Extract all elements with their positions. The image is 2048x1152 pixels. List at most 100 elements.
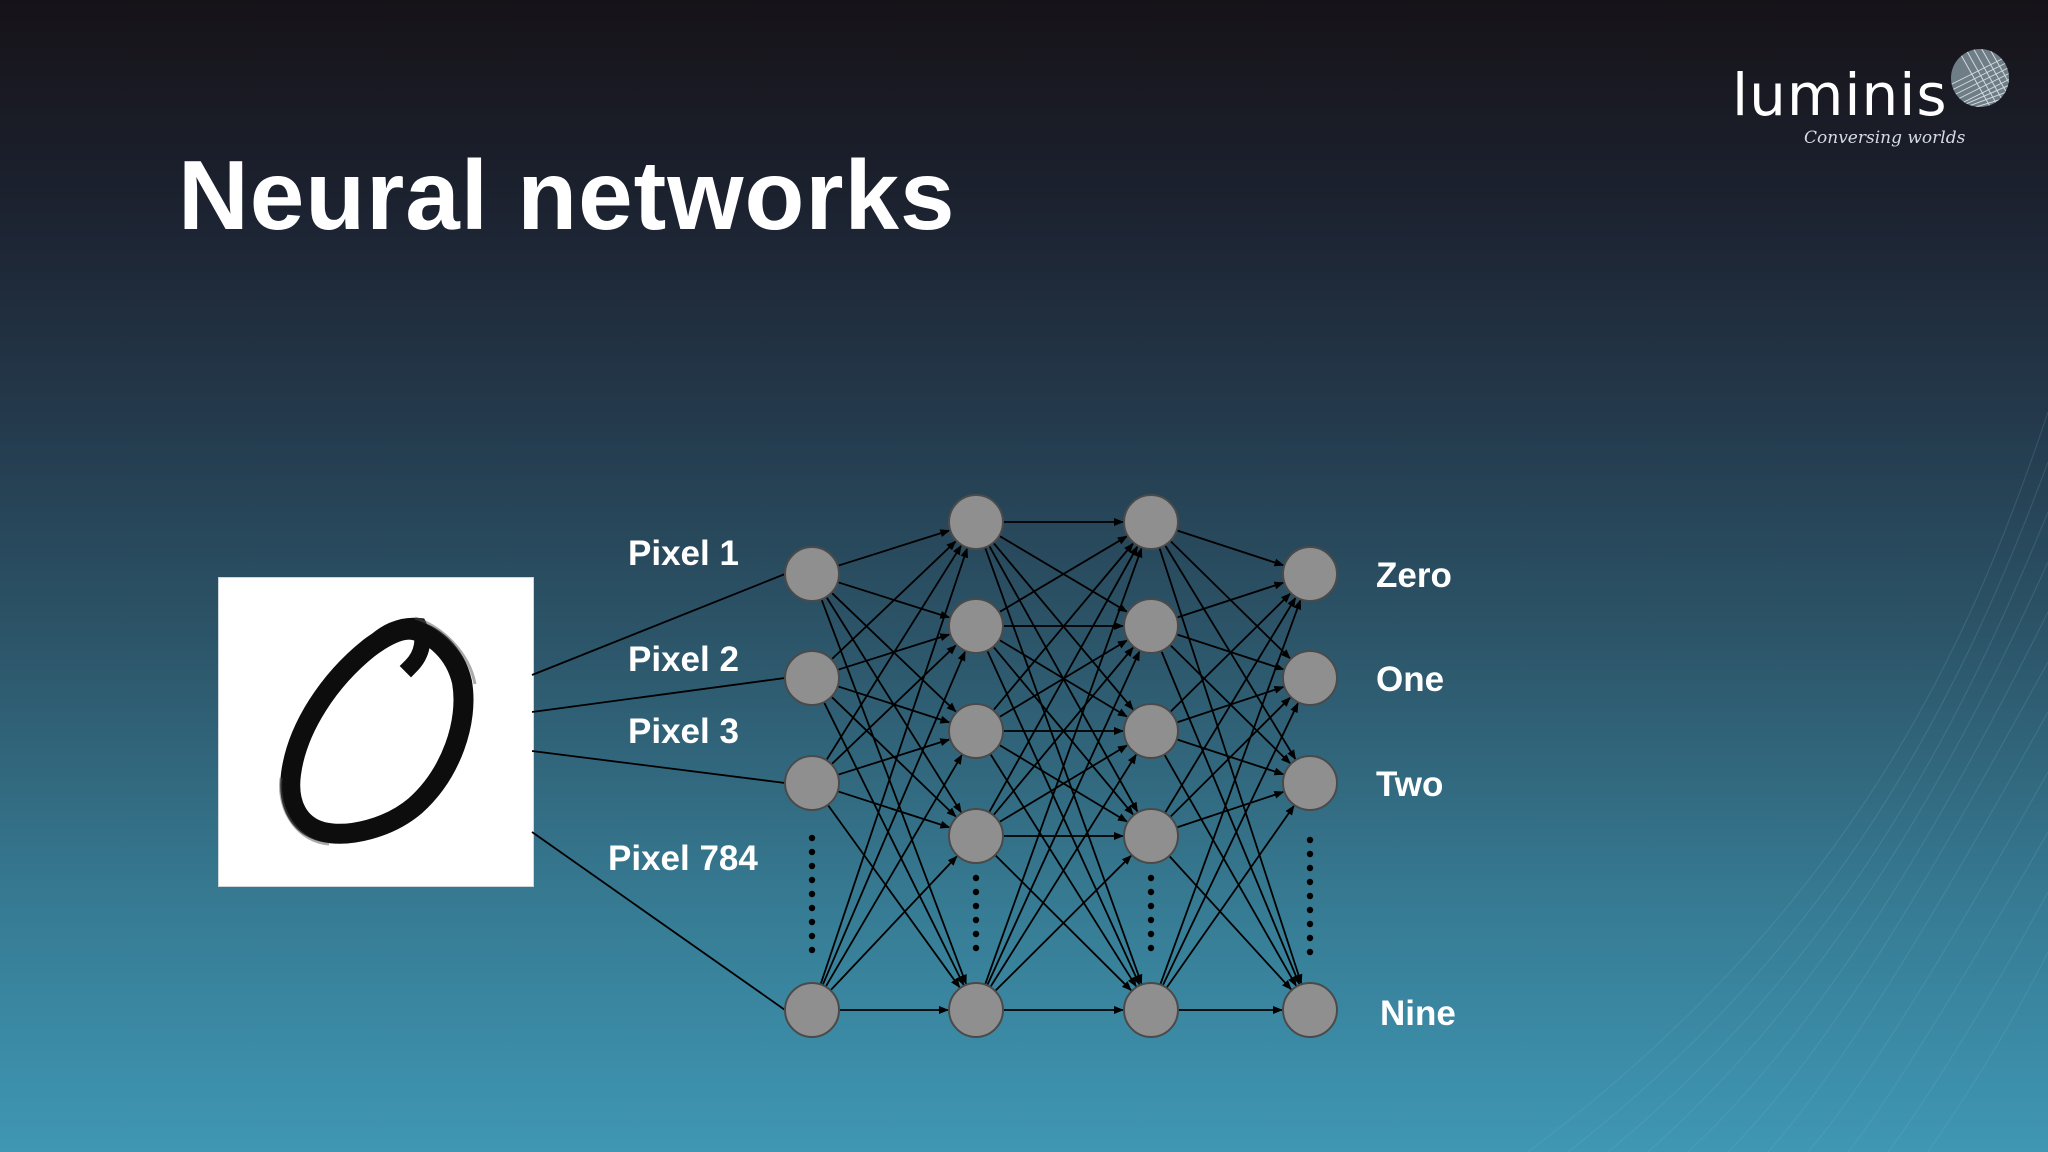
connection-edge xyxy=(1158,547,1303,985)
connection-edge xyxy=(837,529,951,567)
connection-edge xyxy=(998,535,1128,613)
pixel-input-line xyxy=(531,573,786,676)
luminis-logo: luminis Conversing worlds xyxy=(1720,46,2020,156)
connection-edge xyxy=(823,701,965,986)
neuron-node-layer-4 xyxy=(1282,546,1338,602)
neuron-node-layer-3 xyxy=(1123,808,1179,864)
connection-edge xyxy=(827,804,961,989)
neuron-node-layer-2 xyxy=(948,494,1004,550)
connection-edge xyxy=(1165,805,1295,989)
digit-image xyxy=(218,577,534,887)
ellipsis-dot xyxy=(808,848,816,856)
neuron-node-layer-4 xyxy=(1282,755,1338,811)
connection-edge xyxy=(1168,855,1292,991)
connection-edge xyxy=(1176,790,1285,829)
connection-edges xyxy=(819,518,1303,1014)
connection-edge xyxy=(994,854,1132,992)
handwritten-zero-drawing xyxy=(279,616,477,846)
ellipsis-dot xyxy=(972,916,980,924)
pixel-input-lines xyxy=(531,573,786,1011)
connection-edge xyxy=(1161,702,1299,986)
connection-edge xyxy=(998,744,1128,823)
connection-edge xyxy=(830,644,957,765)
ellipsis-dot xyxy=(808,918,816,926)
neuron-node-layer-3 xyxy=(1123,494,1179,550)
pixel-input-line xyxy=(531,750,786,784)
connection-edge xyxy=(1176,581,1285,619)
connection-edge xyxy=(825,544,962,761)
label-pixel-2: Pixel 2 xyxy=(628,640,739,679)
background-wave-decoration xyxy=(1527,411,2048,1152)
label-pixel-784: Pixel 784 xyxy=(608,839,758,878)
neuron-node-layer-1 xyxy=(784,546,840,602)
connection-edge xyxy=(820,598,967,985)
ellipsis-dot xyxy=(808,904,816,912)
ellipsis-dot xyxy=(808,932,816,940)
ellipsis-dot xyxy=(1306,906,1314,914)
connection-edge xyxy=(992,542,1134,711)
connection-edge xyxy=(837,738,951,776)
logo-wordmark: luminis xyxy=(1732,61,1948,129)
neuron-node-layer-1 xyxy=(784,982,840,1038)
connection-edge xyxy=(837,790,951,829)
ellipsis-dot xyxy=(1306,920,1314,928)
connection-edge xyxy=(829,855,958,992)
connection-edge xyxy=(1160,650,1301,986)
ellipsis-dot xyxy=(1306,878,1314,886)
ellipsis-dots xyxy=(808,834,1314,956)
ellipsis-dot xyxy=(808,876,816,884)
slide-title: Neural networks xyxy=(178,140,956,250)
ellipsis-dot xyxy=(1147,930,1155,938)
ellipsis-dot xyxy=(1147,888,1155,896)
ellipsis-dot xyxy=(808,834,816,842)
ellipsis-dot xyxy=(1306,934,1314,942)
neuron-node-layer-2 xyxy=(948,598,1004,654)
ellipsis-dot xyxy=(972,944,980,952)
neuron-node-layer-2 xyxy=(948,703,1004,759)
connection-edge xyxy=(824,754,963,988)
label-pixel-3: Pixel 3 xyxy=(628,712,739,751)
connection-edge xyxy=(1169,592,1291,713)
ellipsis-dot xyxy=(1306,892,1314,900)
neuron-node-layer-4 xyxy=(1282,982,1338,1038)
ellipsis-dot xyxy=(972,930,980,938)
ellipsis-dot xyxy=(1147,916,1155,924)
ellipsis-dot xyxy=(1147,874,1155,882)
ellipsis-dot xyxy=(808,862,816,870)
connection-edge xyxy=(819,547,969,985)
pixel-input-line xyxy=(531,677,786,713)
neuron-node-layer-1 xyxy=(784,755,840,811)
label-pixel-1: Pixel 1 xyxy=(628,534,739,573)
connection-edge xyxy=(1176,529,1285,567)
connection-edge xyxy=(992,646,1134,816)
label-zero: Zero xyxy=(1376,556,1452,595)
globe-icon xyxy=(1951,49,2009,107)
ellipsis-dot xyxy=(1306,948,1314,956)
neuron-node-layer-3 xyxy=(1123,703,1179,759)
label-nine: Nine xyxy=(1380,994,1456,1033)
ellipsis-dot xyxy=(1147,944,1155,952)
ellipsis-dot xyxy=(1306,850,1314,858)
ellipsis-dot xyxy=(808,890,816,898)
ellipsis-dot xyxy=(972,888,980,896)
label-two: Two xyxy=(1376,765,1444,804)
neuron-node-layer-3 xyxy=(1123,982,1179,1038)
ellipsis-dot xyxy=(1147,902,1155,910)
connection-edge xyxy=(986,650,1141,986)
connection-edge xyxy=(984,547,1143,985)
connection-edge xyxy=(988,545,1139,813)
connection-edge xyxy=(1159,599,1302,985)
neuron-node-layer-1 xyxy=(784,650,840,706)
ellipsis-dot xyxy=(808,946,816,954)
neuron-node-layer-3 xyxy=(1123,598,1179,654)
ellipsis-dot xyxy=(972,902,980,910)
ellipsis-dot xyxy=(1306,836,1314,844)
neuron-nodes xyxy=(784,494,1338,1038)
neuron-node-layer-2 xyxy=(948,808,1004,864)
connection-edge xyxy=(989,753,1137,988)
connection-edge xyxy=(1164,597,1297,814)
connection-edge xyxy=(1169,696,1291,818)
pixel-input-line xyxy=(531,831,786,1011)
logo-tagline: Conversing worlds xyxy=(1804,128,1966,148)
